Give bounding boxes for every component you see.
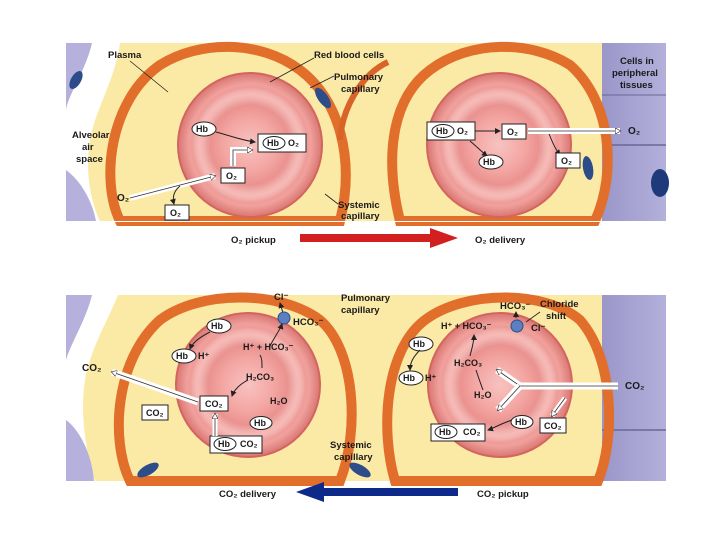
co2-direction-arrow <box>296 482 458 502</box>
label-bottom-systemic-2: capillary <box>334 452 373 463</box>
svg-text:Hb: Hb <box>436 126 448 136</box>
label-tissues: tissues <box>620 80 653 91</box>
svg-text:O₂: O₂ <box>226 171 237 181</box>
svg-text:Hb: Hb <box>196 124 208 134</box>
svg-text:Hb: Hb <box>267 138 279 148</box>
label-co2-delivery: CO₂ delivery <box>219 489 277 500</box>
co2-box-left <box>199 395 229 412</box>
co2-box-plasma-left <box>141 404 169 421</box>
bottom-panel <box>66 292 666 486</box>
label-h2co3-left: H₂CO₃ <box>246 372 274 382</box>
svg-text:H⁺: H⁺ <box>425 373 436 383</box>
label-hco3-right: HCO₃⁻ <box>500 301 531 312</box>
label-co2-out: CO₂ <box>82 363 101 374</box>
bottom-right-molecules: HCO₃⁻ Cl⁻ H⁺ + HCO₃⁻ Hb H₂CO₃ Hb H⁺ H₂O … <box>398 301 546 442</box>
label-alveolar-3: space <box>76 154 103 165</box>
o2-box-center <box>220 167 246 184</box>
svg-text:CO₂: CO₂ <box>544 421 562 431</box>
label-hco3-left: HCO₃⁻ <box>293 317 324 328</box>
bottom-left-molecules: Cl⁻ HCO₃⁻ Hb Hb H⁺ H⁺ + HCO₃⁻ H₂CO₃ CO₂ … <box>171 292 324 454</box>
o2-direction-arrow <box>300 228 458 248</box>
label-h2o-left: H₂O <box>270 396 288 406</box>
label-cl-left: Cl⁻ <box>274 292 289 303</box>
label-red-blood-cells: Red blood cells <box>314 50 384 61</box>
label-shift: shift <box>546 311 567 322</box>
label-o2-pickup: O₂ pickup <box>231 235 276 246</box>
endothelial-nucleus-right <box>582 156 594 180</box>
label-h2co3-right: H₂CO₃ <box>454 358 482 368</box>
anion-exchanger-right <box>510 319 524 333</box>
svg-text:H⁺: H⁺ <box>198 351 209 361</box>
label-h-hco3-right: H⁺ + HCO₃⁻ <box>441 321 492 331</box>
svg-text:Hb: Hb <box>218 439 230 449</box>
label-co2-in: CO₂ <box>625 381 644 392</box>
svg-text:Hb: Hb <box>254 418 266 428</box>
svg-text:O₂: O₂ <box>288 138 299 148</box>
label-systemic-capillary-2: capillary <box>341 211 380 222</box>
svg-text:Hb: Hb <box>403 373 415 383</box>
label-pulmonary-capillary-2: capillary <box>341 84 380 95</box>
label-pulmonary-capillary-1: Pulmonary <box>334 72 384 83</box>
label-bottom-systemic-1: Systemic <box>330 440 372 451</box>
o2-box-plasma-left <box>164 204 190 221</box>
label-systemic-capillary-1: Systemic <box>338 200 380 211</box>
svg-text:O₂: O₂ <box>457 126 468 136</box>
label-o2-out: O₂ <box>628 126 640 137</box>
endothelial-nucleus-top <box>314 87 332 109</box>
svg-text:CO₂: CO₂ <box>463 427 481 437</box>
top-left-molecules: Hb Hb O₂ O₂ <box>191 121 307 184</box>
label-o2-in: O₂ <box>117 193 129 204</box>
label-bottom-pulmonary-1: Pulmonary <box>341 293 391 304</box>
hb-released-oval <box>478 154 504 170</box>
svg-text:Hb: Hb <box>413 339 425 349</box>
label-h-hco3-left: H⁺ + HCO₃⁻ <box>243 342 294 352</box>
label-peripheral: peripheral <box>612 68 658 79</box>
capillary-wall-bottom-right <box>382 292 615 486</box>
label-chloride: Chloride <box>540 299 579 310</box>
svg-text:CO₂: CO₂ <box>146 408 164 418</box>
svg-text:Hb: Hb <box>176 351 188 361</box>
hb-oval <box>191 121 217 137</box>
svg-text:Hb: Hb <box>483 157 495 167</box>
svg-text:CO₂: CO₂ <box>240 439 258 449</box>
anion-exchanger-left <box>277 311 291 325</box>
svg-text:Hb: Hb <box>515 417 527 427</box>
label-bottom-pulmonary-2: capillary <box>341 305 380 316</box>
label-cells-in: Cells in <box>620 56 654 67</box>
tissue-nucleus <box>651 169 669 197</box>
label-o2-delivery: O₂ delivery <box>475 235 526 246</box>
co2-box-plasma-right <box>539 417 567 434</box>
label-alveolar-2: air <box>82 142 94 153</box>
svg-text:O₂: O₂ <box>507 127 518 137</box>
svg-text:O₂: O₂ <box>170 208 181 218</box>
svg-text:Hb: Hb <box>439 427 451 437</box>
o2-box-right <box>501 123 527 140</box>
label-alveolar-1: Alveolar <box>72 130 110 141</box>
svg-text:CO₂: CO₂ <box>205 399 223 409</box>
svg-text:Hb: Hb <box>211 321 223 331</box>
label-h2o-right: H₂O <box>474 390 492 400</box>
capillary-wall-right <box>387 41 613 226</box>
capillary-wall-left <box>105 41 351 226</box>
label-co2-pickup: CO₂ pickup <box>477 489 529 500</box>
capillary-wall-bottom-left <box>113 292 357 486</box>
label-plasma: Plasma <box>108 50 142 61</box>
top-right-molecules: Hb O₂ O₂ Hb O₂ <box>426 121 581 170</box>
alveolar-nucleus <box>69 70 83 90</box>
alveolar-wall-bottom <box>66 170 96 221</box>
alveolar-air-space <box>66 43 120 221</box>
svg-text:O₂: O₂ <box>561 156 572 166</box>
o2-box-plasma-right <box>555 152 581 169</box>
label-cl-right: Cl⁻ <box>531 323 546 334</box>
